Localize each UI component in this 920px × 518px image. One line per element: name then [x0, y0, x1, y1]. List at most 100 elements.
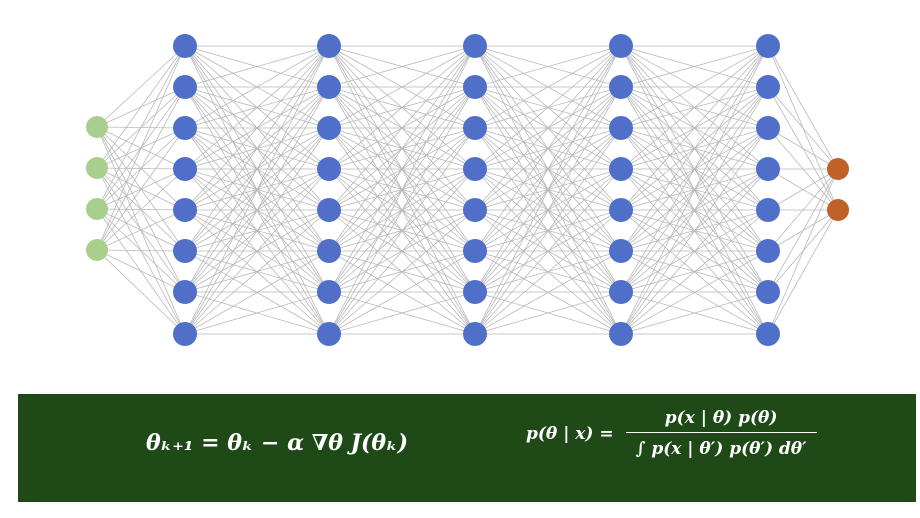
hidden-node: [756, 157, 780, 181]
hidden-node: [609, 198, 633, 222]
connection-edge: [474, 250, 622, 335]
connection-edge: [474, 45, 622, 293]
connection-edge: [620, 45, 769, 170]
connection-edge: [184, 45, 330, 293]
connection-edge: [328, 45, 476, 293]
connection-edge: [767, 168, 839, 252]
connection-edge: [328, 168, 476, 335]
hidden-node: [173, 322, 197, 346]
connection-edge: [184, 45, 330, 335]
hidden-node: [756, 75, 780, 99]
hidden-node: [173, 157, 197, 181]
connection-edge: [328, 127, 476, 335]
input-node: [86, 157, 108, 179]
hidden-node: [463, 75, 487, 99]
connection-edge: [620, 45, 769, 293]
connection-edge: [474, 45, 622, 252]
hidden-node: [463, 34, 487, 58]
connection-edge: [474, 127, 622, 335]
hidden-node: [609, 34, 633, 58]
connection-edge: [474, 45, 622, 170]
connection-edge: [184, 291, 330, 335]
connection-edge: [767, 86, 839, 170]
hidden-node: [317, 322, 341, 346]
hidden-node: [756, 34, 780, 58]
connection-edge: [328, 45, 476, 335]
hidden-node: [756, 322, 780, 346]
connection-edge: [96, 45, 186, 251]
bayes-denominator: ∫ p(x | θ′) p(θ′) dθ′: [635, 439, 807, 459]
connection-edge: [474, 86, 622, 335]
connection-edge: [184, 45, 330, 129]
hidden-node: [317, 239, 341, 263]
input-node: [86, 198, 108, 220]
connection-edge: [620, 291, 769, 335]
connection-edge: [184, 45, 330, 252]
connection-edge: [184, 45, 330, 211]
connection-edge: [767, 168, 839, 335]
hidden-node: [463, 322, 487, 346]
output-node: [827, 158, 849, 180]
hidden-node: [317, 75, 341, 99]
hidden-node: [317, 34, 341, 58]
hidden-node: [609, 322, 633, 346]
hidden-node: [756, 116, 780, 140]
hidden-node: [173, 75, 197, 99]
connection-edge: [620, 209, 769, 335]
connection-edge: [184, 45, 330, 170]
connection-edge: [96, 45, 186, 169]
connection-edge: [620, 45, 769, 252]
hidden-node: [463, 116, 487, 140]
connection-edge: [328, 250, 476, 335]
bayes-lhs: p(θ | x) =: [526, 423, 614, 444]
connection-edge: [767, 45, 839, 170]
connection-edge: [767, 209, 839, 335]
connection-edge: [474, 291, 622, 335]
neural-network-diagram: [86, 34, 849, 346]
connection-edge: [620, 250, 769, 335]
connection-edge: [620, 45, 769, 211]
connection-edge: [620, 168, 769, 335]
hidden-node: [609, 157, 633, 181]
hidden-node: [317, 198, 341, 222]
hidden-node: [609, 75, 633, 99]
hidden-node: [463, 157, 487, 181]
hidden-node: [173, 280, 197, 304]
hidden-node: [173, 116, 197, 140]
connection-edge: [328, 209, 476, 335]
connection-edge: [184, 86, 330, 335]
hidden-node: [173, 239, 197, 263]
hidden-node: [317, 280, 341, 304]
hidden-node: [609, 239, 633, 263]
connection-edge: [184, 45, 330, 88]
hidden-node: [463, 280, 487, 304]
connection-edge: [474, 45, 622, 129]
connection-edge: [328, 45, 476, 211]
connection-edge: [96, 45, 186, 210]
input-node: [86, 239, 108, 261]
connection-edge: [96, 249, 186, 335]
gradient-descent-update-formula: θₖ₊₁ = θₖ − α ∇θ J(θₖ): [146, 430, 409, 456]
hidden-node: [463, 239, 487, 263]
connection-edge: [620, 127, 769, 335]
hidden-node: [173, 198, 197, 222]
connection-edge: [184, 168, 330, 335]
bayes-theorem-formula: p(θ | x) = p(x | θ) p(θ) ∫ p(x | θ′) p(θ…: [526, 408, 817, 459]
connection-edge: [474, 45, 622, 335]
output-node: [827, 199, 849, 221]
connection-edge: [328, 45, 476, 170]
connection-edge: [474, 168, 622, 335]
formula-panel: θₖ₊₁ = θₖ − α ∇θ J(θₖ) p(θ | x) = p(x | …: [18, 394, 916, 502]
hidden-node: [317, 116, 341, 140]
network-connections: [96, 45, 839, 335]
connection-edge: [328, 45, 476, 88]
connection-edge: [474, 45, 622, 88]
connection-edge: [620, 45, 769, 129]
connection-edge: [96, 249, 186, 293]
connection-edge: [474, 209, 622, 335]
connection-edge: [328, 86, 476, 335]
connection-edge: [96, 127, 186, 251]
hidden-node: [756, 239, 780, 263]
connection-edge: [767, 168, 839, 293]
input-node: [86, 116, 108, 138]
